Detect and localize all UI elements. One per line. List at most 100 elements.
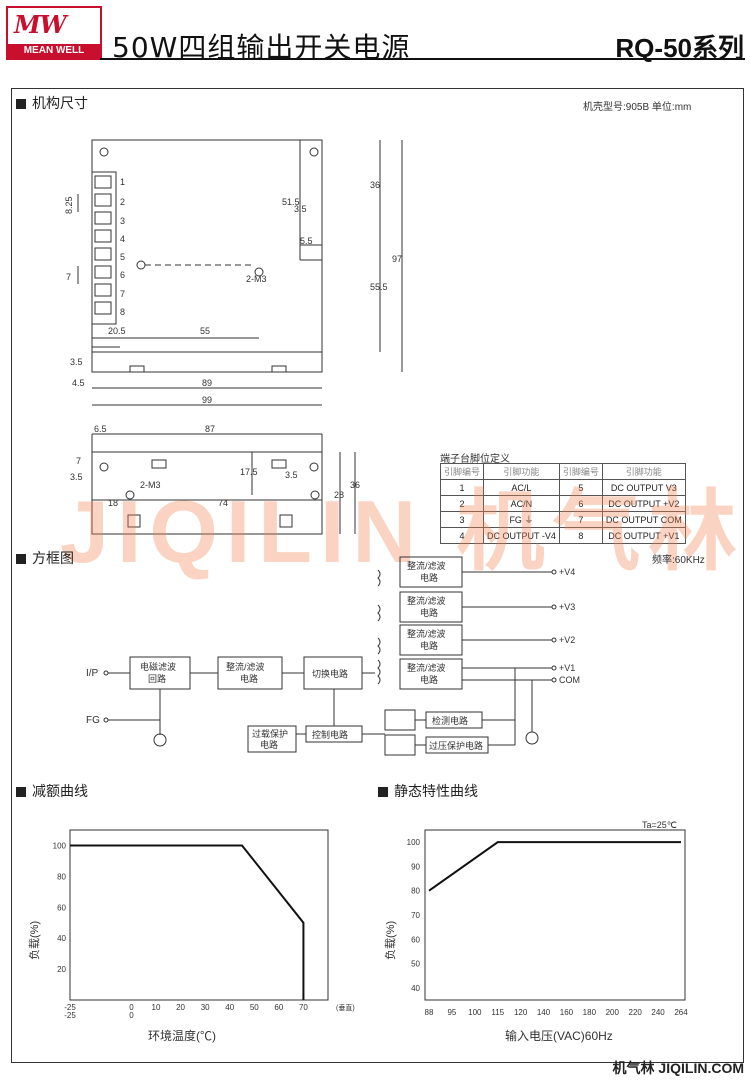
static-xtick: 95 (447, 1008, 456, 1017)
pin-table-title: 端子台脚位定义 (440, 454, 510, 465)
static-xtick: 88 (425, 1008, 434, 1017)
ovp-l1: 过载保护 (252, 728, 288, 739)
side-view-outline (91, 451, 323, 535)
rect2-l1: 整流/滤波 (407, 628, 446, 639)
fg-label: FG (86, 715, 100, 726)
static-xtick: 240 (651, 1008, 665, 1017)
terminal-screws (94, 175, 112, 315)
static-xtick: 160 (560, 1008, 574, 1017)
static-xtick: 140 (537, 1008, 551, 1017)
static-ytick: 80 (411, 887, 420, 896)
ip-label: I/P (86, 668, 99, 679)
terminal-4: 4 (120, 234, 125, 244)
pin-table-header: 引脚编号引脚功能引脚编号引脚功能 (439, 463, 686, 480)
rect2-l2: 电路 (420, 640, 438, 651)
derating-xtick: -25 (64, 1003, 76, 1012)
terminal-7: 7 (120, 289, 125, 299)
static-xtick: 220 (629, 1008, 643, 1017)
rect1-line1: 整流/滤波 (226, 661, 265, 672)
rect4-l1: 整流/滤波 (407, 560, 446, 571)
side-dim-17-5: 17.5 (240, 467, 258, 477)
rect4-l2: 电路 (420, 572, 438, 583)
derating-ytick: 60 (57, 903, 66, 912)
out-v1: +V1 (559, 663, 575, 673)
detect-circuit: 检测电路 (432, 715, 468, 726)
terminal-1: 1 (120, 177, 125, 187)
derating-xtick2: 0 (129, 1011, 134, 1020)
static-plot-area (424, 829, 686, 1001)
switching-frequency: 频率:60KHz (652, 555, 705, 566)
dim-2-m3: 2-M3 (246, 274, 267, 284)
derating-xtick: 10 (152, 1003, 161, 1012)
side-dim-3-5: 3.5 (70, 472, 83, 482)
top-view-outline (91, 139, 323, 373)
static-xtick: 264 (674, 1008, 688, 1017)
derating-xtick2: -25 (64, 1011, 76, 1020)
footer-site: 机气林 JIQILIN.COM (612, 1060, 744, 1076)
switch-circuit: 切换电路 (312, 668, 348, 679)
static-ta: Ta=25℃ (642, 820, 677, 830)
dim-55: 55 (200, 326, 210, 336)
out-com: COM (559, 675, 580, 685)
side-dim-18: 18 (108, 498, 118, 508)
static-xlabel: 输入电压(VAC)60Hz (505, 1028, 613, 1043)
logo-text: MEAN WELL (8, 44, 100, 58)
case-note: 机壳型号:905B 单位:mm (583, 102, 692, 113)
emi-line2: 回路 (148, 673, 166, 684)
dim-51-5: 51.5 (282, 197, 300, 207)
terminal-block (91, 171, 117, 325)
side-dim-7: 7 (76, 456, 81, 466)
dim-99: 99 (202, 395, 212, 405)
side-dim-6-5: 6.5 (94, 424, 107, 434)
terminal-2: 2 (120, 197, 125, 207)
ovp-l2: 电路 (260, 739, 278, 750)
content-frame (11, 88, 744, 1063)
dim-36: 36 (370, 180, 380, 190)
rect3-l1: 整流/滤波 (407, 595, 446, 606)
derating-xlabel: 环境温度(℃) (148, 1028, 216, 1043)
rect1-line2: 电路 (240, 673, 258, 684)
side-dim-74: 74 (218, 498, 228, 508)
meanwell-logo: MW MEAN WELL (6, 6, 102, 60)
dim-8-25: 8.25 (64, 196, 74, 214)
derating-xtick: 60 (274, 1003, 283, 1012)
side-dim-3-5b: 3.5 (285, 470, 298, 480)
derating-xtick: 0 (129, 1003, 134, 1012)
dim-4-5: 4.5 (72, 378, 85, 388)
derating-ylabel: 负载(%) (27, 921, 41, 960)
static-ytick: 100 (407, 838, 421, 847)
rect3-l2: 电路 (420, 607, 438, 618)
rect1o-l2: 电路 (420, 674, 438, 685)
terminal-8: 8 (120, 307, 125, 317)
derating-curve (70, 844, 305, 1000)
side-dim-2-m3: 2-M3 (140, 480, 161, 490)
dim-89: 89 (202, 378, 212, 388)
ovp-circuit: 过压保护电路 (429, 740, 483, 751)
dim-55-5: 55.5 (370, 282, 388, 292)
derating-xtick: 30 (201, 1003, 210, 1012)
static-ytick: 60 (411, 935, 420, 944)
logo-mark: MW (14, 10, 67, 39)
side-dim-28: 28 (334, 490, 344, 500)
derating-ytick: 20 (57, 965, 66, 974)
derating-xtick: 20 (176, 1003, 185, 1012)
derating-xtick: 70 (299, 1003, 308, 1012)
header-rule (100, 58, 745, 60)
derating-ytick: 40 (57, 934, 66, 943)
dim-3-5-top: 3.5 (294, 204, 307, 214)
static-ytick: 90 (411, 862, 420, 871)
terminal-6: 6 (120, 270, 125, 280)
dim-5-5: 5.5 (300, 236, 313, 246)
out-v3: +V3 (559, 602, 575, 612)
derating-ytick: 100 (53, 841, 67, 850)
mech-section-title: 机构尺寸 (16, 93, 88, 113)
terminal-5: 5 (120, 252, 125, 262)
static-xtick: 100 (468, 1008, 482, 1017)
static-ytick: 40 (411, 984, 420, 993)
dim-20-5: 20.5 (108, 326, 126, 336)
